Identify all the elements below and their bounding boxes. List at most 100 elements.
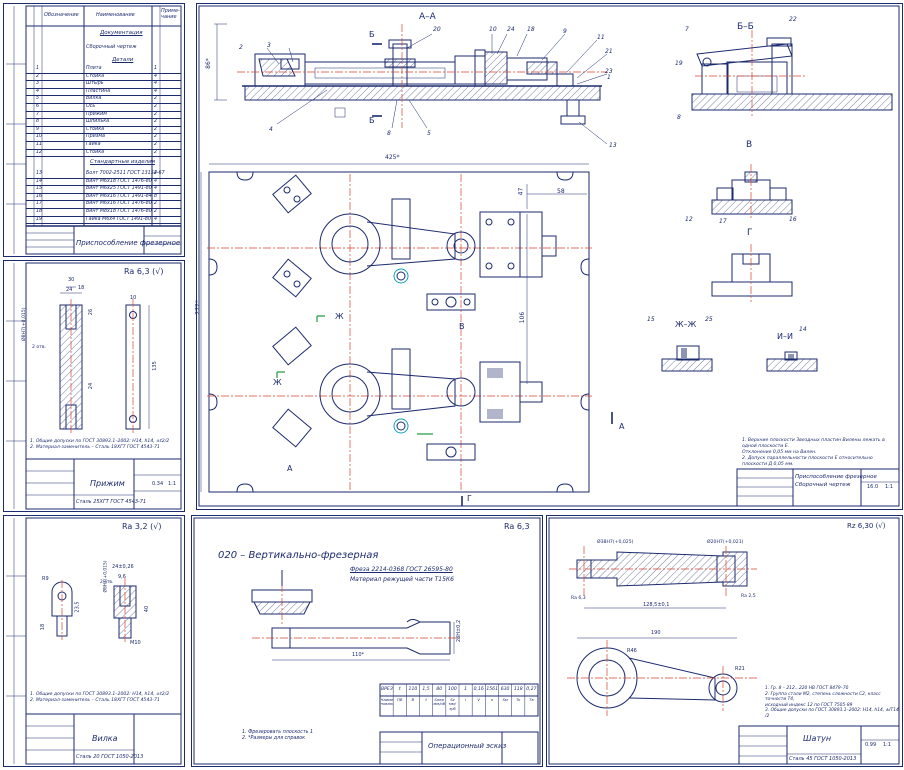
op-table-cell: n: [490, 698, 494, 702]
bom-row-position: 3: [36, 81, 40, 87]
balloon-label: 23: [605, 68, 613, 75]
view-v: [711, 164, 793, 220]
bom-row-name: Стойка: [86, 126, 105, 132]
balloon-label: 4: [269, 126, 273, 133]
shatun-dim-r21: R21: [735, 666, 745, 672]
vilka-dim-r9: R9: [42, 576, 49, 582]
vilka-drawing: [6, 517, 182, 765]
op-table-cell: 1,5: [422, 687, 430, 692]
bom-row-qty: 4: [154, 171, 158, 176]
bom-row-qty: 2: [154, 104, 158, 109]
op-table-cell: 1561: [486, 687, 499, 692]
bom-assembly-drawing: Сборочный чертеж: [86, 44, 137, 50]
assembly-note-1: 1. Верхние плоскости Звездных пластин Ви…: [742, 438, 885, 449]
vilka-dim-40: 40: [144, 605, 151, 613]
dim-106: 106: [519, 311, 527, 324]
bom-frame: [6, 5, 182, 255]
operation-notes: 1. Фрезеровать плоскость 1 2. *Размеры д…: [242, 730, 372, 742]
top-workpiece: [272, 174, 557, 311]
section-bb-label: Б–Б: [737, 22, 754, 32]
bom-row-qty: 4: [154, 216, 158, 222]
balloon-label: 21: [605, 48, 613, 55]
prizhim-dim-30: 30: [68, 277, 75, 283]
shatun-drawing: [548, 517, 900, 765]
operation-dim-110: 110*: [352, 652, 365, 658]
bom-row-name: Пластина: [86, 88, 111, 94]
balloon-label: 18: [527, 26, 535, 33]
shatun-note-2: 2. Группа стали М2, степень сложности С2…: [765, 691, 881, 703]
bom-row-name: Штырь: [86, 81, 104, 87]
balloon-label: 2: [239, 44, 243, 51]
vilka-dim-96: 9,6: [118, 574, 126, 580]
bom-row-name: Стойка: [86, 149, 105, 155]
balloon-label: 11: [597, 34, 605, 41]
view-g-label: Г: [747, 228, 753, 238]
shatun-scale: 1:1: [883, 742, 892, 748]
prizhim-dim-hole: Ø8H7(+0,015): [22, 307, 27, 342]
dim-height: 272*: [194, 300, 202, 315]
prizhim-dim-holes: 2 отв.: [32, 345, 47, 350]
balloon-label: 20: [433, 26, 441, 33]
prizhim-roughness: Ra 6,3 (√): [124, 267, 164, 276]
shatun-mass: 0.99: [865, 742, 877, 748]
shatun-note-3: исходный индекс 12 по ГОСТ 7505-89: [765, 702, 853, 708]
operation-title: Операционный эскиз: [428, 742, 507, 750]
dim-58: 58: [557, 188, 565, 195]
shatun-title: Шатун: [803, 734, 832, 743]
assembly-title: Приспособление фрезерное: [795, 474, 877, 480]
operation-tool-material: Материал режущей части Т15К6: [350, 576, 454, 583]
bom-row-qty: 2: [154, 119, 158, 125]
section-zhzh-label: Ж–Ж: [675, 320, 697, 329]
shatun-dim-128: 128,5±0,1: [643, 602, 670, 608]
balloon-label: 8: [677, 114, 681, 121]
assembly-subtitle: Сборочный чертеж: [795, 482, 851, 488]
shatun-note-4: 3. Общие допуски по ГОСТ 30893.1–2002: H…: [765, 708, 899, 719]
bom-title: Приспособление фрезерное: [76, 239, 181, 247]
op-table-cell: 100: [448, 687, 457, 692]
prizhim-sheet: Ra 6,3 (√) 24 30 18 10 Ø8H7(+0,015) 2 от…: [3, 260, 185, 512]
op-table-cell: 118: [513, 687, 523, 692]
op-table-cell: 0,16: [473, 687, 484, 692]
bom-row-qty: 2: [154, 126, 158, 132]
bom-row-qty: 4: [154, 73, 158, 79]
bom-row-qty: 2: [154, 209, 158, 214]
assembly-note-2: Отклонение 0,05 мм на Вилен.: [742, 450, 817, 455]
operation-params-table: ВРЕЗt1101,58010010,1615616301180,27Наиме…: [380, 684, 538, 716]
shatun-note-1: 1. Гр. 8 – 212...220 НВ ГОСТ 8479–70: [765, 686, 849, 691]
bom-section-standard: Стандартные изделия: [90, 159, 156, 165]
vilka-dim-235: 23,5: [74, 601, 81, 613]
bom-row-position: 6: [36, 104, 40, 109]
op-table-cell: Наиме-нование: [380, 698, 393, 707]
cut-mark-zh: Ж: [335, 312, 344, 321]
balloon-label: 22: [789, 16, 797, 23]
bom-row-name: Вилка: [86, 96, 102, 102]
vilka-dim-24: 24±0,26: [112, 564, 134, 570]
op-table-cell: Sпер мм/об: [433, 698, 446, 707]
bom-row-position: 15: [36, 186, 43, 192]
view-v-label: В: [746, 140, 753, 150]
bom-row-position: 10: [36, 134, 43, 140]
bom-row-position: 12: [36, 149, 43, 155]
balloon-label: 9: [563, 28, 567, 35]
op-table-cell: ПВ: [397, 698, 403, 702]
operation-roughness: Ra 6,3: [504, 522, 530, 531]
assembly-drawing: [198, 5, 900, 507]
shatun-material: Сталь 45 ГОСТ 1050-2013: [789, 756, 857, 762]
prizhim-material: Сталь 25ХГТ ГОСТ 4543-71: [76, 499, 147, 505]
bom-row-position: 8: [36, 119, 40, 125]
prizhim-drawing: [6, 262, 182, 510]
plan-view: [200, 163, 613, 506]
op-table-cell: t: [425, 698, 427, 702]
cut-mark-b-bottom: Б: [369, 116, 375, 125]
assembly-mass: 16.0: [867, 484, 879, 490]
bom-sheet: Обозначение Наименование Приме-чание Док…: [3, 3, 185, 257]
